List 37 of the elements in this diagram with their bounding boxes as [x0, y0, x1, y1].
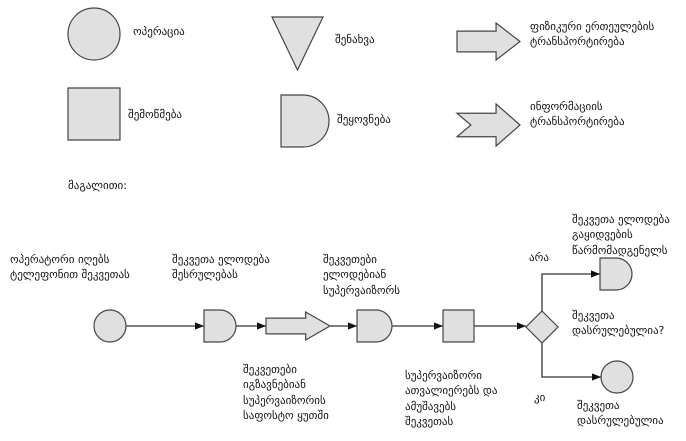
section-heading: მაგალითი:	[68, 178, 127, 194]
operation-circle	[601, 361, 633, 393]
transport-symbol	[266, 312, 330, 340]
transport-symbol	[457, 23, 520, 60]
node-caption: შეკვეთა დასრულებულია?	[572, 308, 666, 339]
storage-triangle	[272, 17, 323, 70]
arrow	[126, 322, 204, 330]
delay-shape	[600, 258, 632, 290]
arrow	[541, 343, 601, 381]
node-caption: შეკვეთები იგზავნებიან სუპერვაიზორის საფოსტო ყუთში	[243, 362, 330, 424]
node-caption: ინფორმაციის ტრანსპორტირება	[530, 99, 626, 130]
node-caption: შემოწმება	[128, 107, 183, 122]
edge-label: არა	[528, 251, 550, 264]
node-caption: ოპერაცია	[133, 24, 186, 40]
node-caption: შეკვეთა ელოდება შესრულებას	[172, 252, 271, 283]
operation-circle	[68, 8, 120, 60]
arrow	[330, 322, 357, 330]
arrow	[541, 270, 600, 311]
inspection-square	[443, 310, 474, 342]
arrow	[236, 322, 266, 330]
delay-shape	[357, 310, 392, 342]
delay-shape	[204, 310, 236, 342]
arrow	[474, 322, 526, 330]
decision-diamond	[526, 311, 558, 343]
node-caption: შეკვეთები ელოდებიან სუპერვაიზორს	[323, 252, 401, 298]
operation-circle	[94, 310, 126, 342]
delay-shape	[281, 95, 329, 147]
node-caption: ოპერატორი იღებს ტელეფონით შეკვეთას	[10, 252, 131, 283]
information-symbol	[457, 104, 520, 146]
arrow	[392, 322, 443, 330]
node-caption: შეკვეთა დასრულებულია	[577, 398, 665, 429]
node-caption: ფიზიკური ერთეულების ტრანსპორტირება	[530, 19, 656, 50]
inspection-square	[68, 88, 120, 140]
node-caption: შენახვა	[335, 32, 376, 48]
node-caption: შეკვეთა ელოდება გაყიდვების წარმომადგენელს	[572, 212, 671, 258]
node-caption: შეყოვნება	[337, 112, 392, 128]
node-caption: სუპერვაიზორი ათვალიერებს და ამუშავებს შეკვეთას	[405, 368, 498, 430]
